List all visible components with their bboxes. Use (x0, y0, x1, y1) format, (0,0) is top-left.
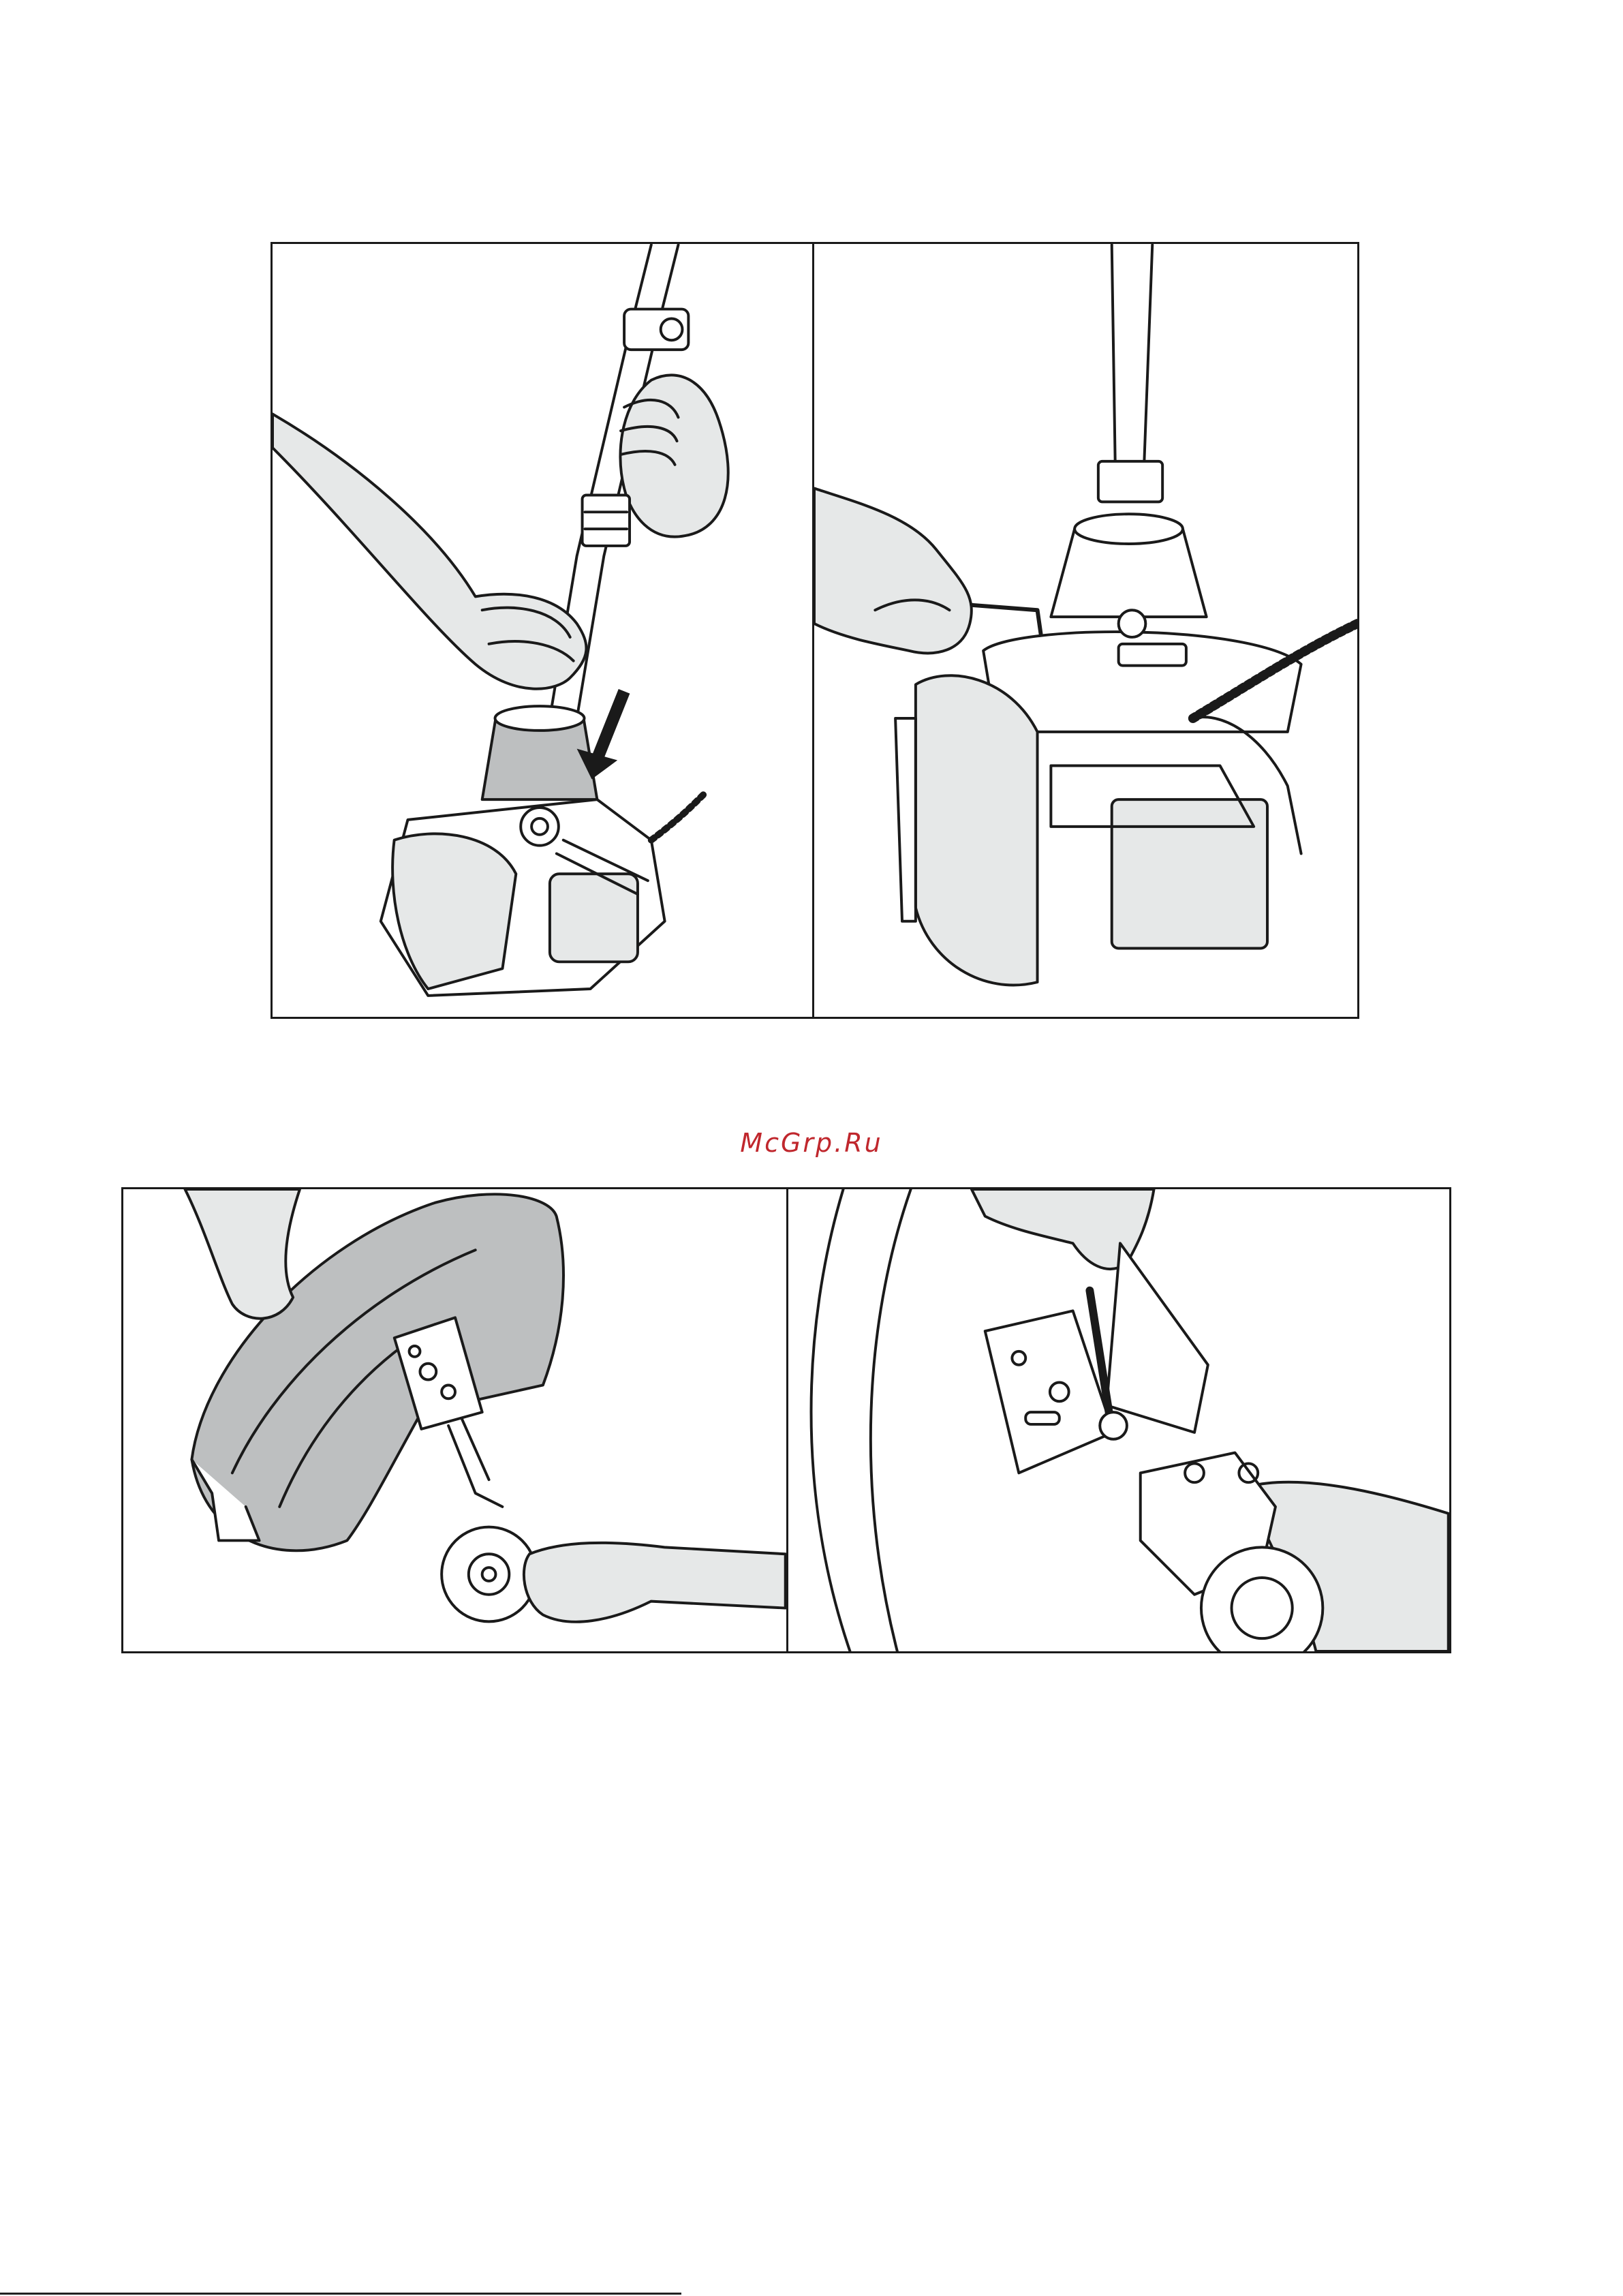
trimmer-shaft-attach-illustration (273, 244, 812, 1017)
figure-panel-guard-bolt (786, 1187, 1451, 1653)
figure-panel-guard-mount (121, 1187, 788, 1653)
guard-mount-illustration (123, 1189, 786, 1651)
figure-panel-gearbox-tighten (812, 242, 1359, 1019)
figure-panel-shaft-attach (270, 242, 814, 1019)
footer-rule-left (0, 2293, 681, 2295)
trimmer-gearbox-tighten-illustration (814, 244, 1357, 1017)
guard-bolt-wrench-illustration (788, 1189, 1449, 1651)
watermark-text: McGrp.Ru (0, 1128, 1623, 1158)
